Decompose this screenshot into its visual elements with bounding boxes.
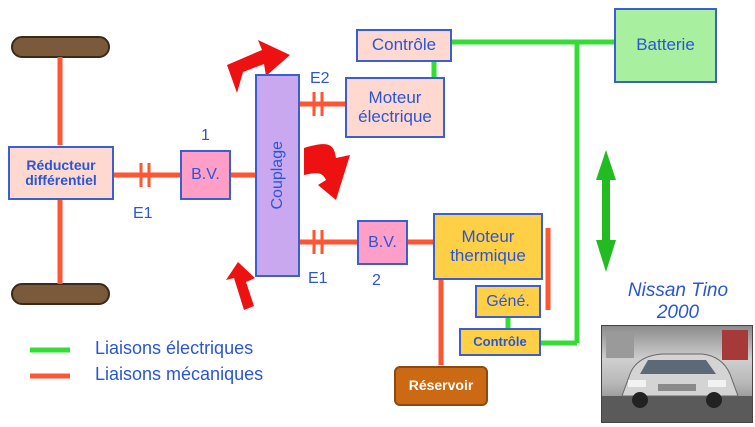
couplage-label: Couplage: [268, 141, 286, 210]
boite-vitesse-2: B.V.: [357, 220, 408, 265]
wheel-bottom: [11, 283, 110, 305]
reducteur-differentiel: Réducteur différentiel: [8, 146, 114, 200]
controle-top: Contrôle: [356, 29, 452, 62]
arrow-bottom-icon: [226, 262, 255, 310]
generateur: Géné.: [475, 285, 541, 318]
reservoir: Réservoir: [394, 366, 488, 406]
bv1-number: 1: [201, 127, 210, 144]
clutch-e2: E2: [310, 70, 330, 87]
car-name: Nissan Tino: [627, 280, 729, 301]
moteur-thermique: Moteur thermique: [433, 213, 543, 280]
electric-links: [431, 39, 614, 346]
car-photo: [601, 325, 753, 423]
moteur-electrique: Moteur électrique: [345, 77, 445, 138]
car-year: 2000: [656, 302, 700, 323]
clutch-e1-left: E1: [133, 205, 153, 222]
legend-electric: Liaisons électriques: [95, 338, 254, 358]
arrow-top-icon: [227, 40, 290, 93]
clutches: [139, 92, 324, 254]
double-arrow-icon: [596, 150, 616, 272]
boite-vitesse-1: B.V.: [180, 150, 231, 200]
car-icon: [602, 330, 752, 422]
legend-mechanical: Liaisons mécaniques: [95, 364, 264, 384]
controle-bottom: Contrôle: [459, 328, 541, 356]
bv2-number: 2: [372, 272, 381, 289]
clutch-e1-bottom: E1: [308, 270, 328, 287]
batterie: Batterie: [614, 8, 717, 83]
couplage-box: Couplage: [255, 74, 300, 277]
arrow-middle-icon: [304, 144, 350, 200]
wheel-top: [11, 36, 110, 58]
